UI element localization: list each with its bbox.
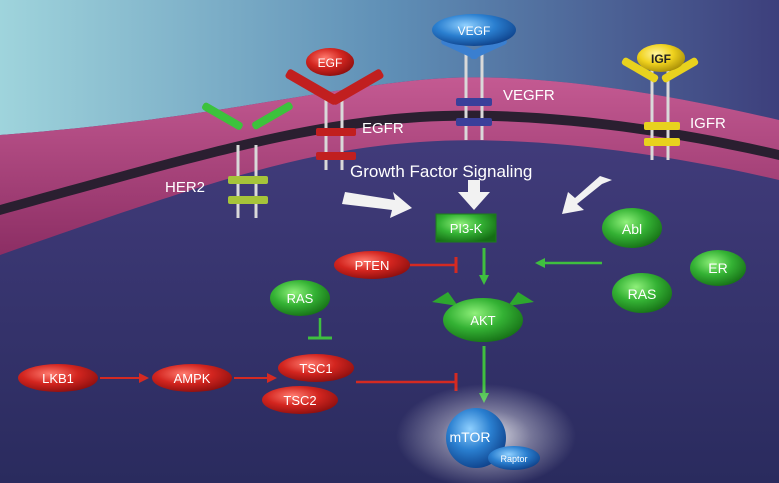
pten-label: PTEN [355,258,390,273]
vegf-label: VEGF [458,24,491,38]
egfr-label: EGFR [362,120,404,137]
ampk-label: AMPK [174,371,211,386]
raptor-label: Raptor [500,454,527,464]
abl-label: Abl [622,221,642,237]
igf-label: IGF [651,52,671,66]
igfr-label: IGFR [690,115,726,132]
tsc2-label: TSC2 [283,393,316,408]
er-label: ER [708,260,727,276]
vegfr-label: VEGFR [503,87,555,104]
egf-label: EGF [318,56,343,70]
pi3k-label: PI3-K [450,221,483,236]
ras-right-label: RAS [628,286,657,302]
tsc1-label: TSC1 [299,361,332,376]
akt-label: AKT [470,313,495,328]
lkb1-label: LKB1 [42,371,74,386]
growth-factor-signaling-heading: Growth Factor Signaling [350,162,532,181]
her2-label: HER2 [165,179,205,196]
ras-left-label: RAS [287,291,314,306]
mtor-label: mTOR [450,429,491,445]
